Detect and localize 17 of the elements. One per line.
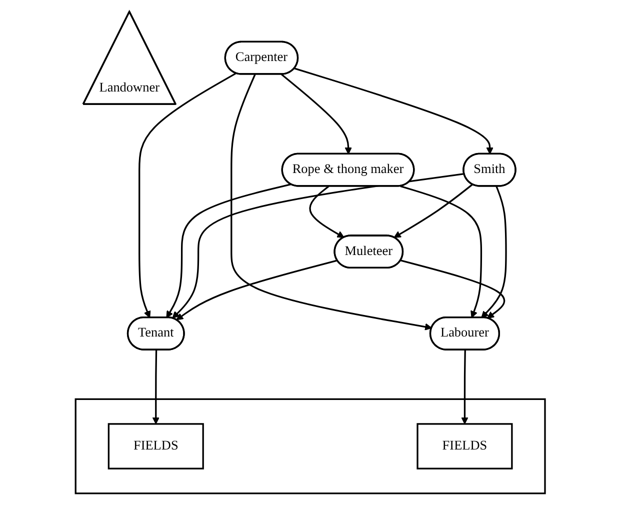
arrow	[394, 184, 474, 238]
arrow	[172, 172, 465, 319]
node-box: FIELDS	[108, 423, 204, 470]
cluster	[74, 398, 546, 494]
arrow	[481, 186, 508, 318]
arrow	[400, 260, 506, 319]
node-box: FIELDS	[416, 423, 513, 470]
arrow	[166, 184, 292, 318]
arrow	[294, 68, 494, 154]
arrow	[176, 260, 338, 320]
arrow	[152, 350, 160, 424]
arrow	[138, 72, 237, 318]
arrow	[230, 74, 432, 330]
arrow	[461, 350, 469, 424]
arrow	[281, 74, 352, 154]
arrow	[309, 186, 345, 238]
arrow	[400, 185, 482, 318]
